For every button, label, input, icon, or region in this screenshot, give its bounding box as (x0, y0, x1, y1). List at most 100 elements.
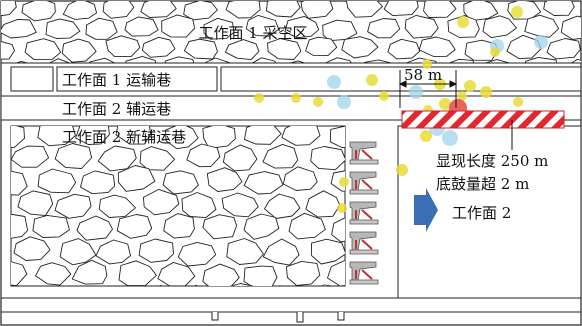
rock-shape (423, 1, 457, 18)
rock-shape (482, 15, 517, 39)
microseismic-events (254, 6, 548, 213)
rock-shape (543, 1, 575, 16)
event-dot (439, 98, 451, 110)
rock-shape (85, 17, 118, 40)
event-dot (464, 80, 476, 92)
event-dot (313, 97, 323, 107)
rock-shape (158, 285, 165, 286)
rock-shape (1, 1, 17, 17)
rock-shape (141, 36, 176, 58)
rock-shape (244, 126, 282, 145)
rock-shape (321, 284, 335, 286)
rock-shape (285, 260, 321, 286)
rock-shape (125, 55, 157, 63)
rock-shape (37, 126, 76, 147)
rock-shape (183, 38, 218, 60)
rock-shape (75, 126, 110, 145)
rock-shape (203, 17, 235, 40)
rock-shape (98, 194, 136, 218)
rock-shape (11, 170, 28, 196)
rock-shape (483, 59, 510, 63)
rock-shape (157, 261, 196, 286)
rock-shape (59, 238, 97, 266)
rock-shape (116, 214, 153, 239)
rock-shape (11, 126, 25, 149)
rock-shape (124, 16, 159, 37)
rock-shape (11, 261, 28, 286)
rock-shape (177, 241, 217, 267)
event-dot (291, 93, 301, 103)
rock-shape (202, 263, 240, 286)
rock-shape (183, 1, 218, 21)
rock-shape (95, 239, 131, 265)
rock-shape (288, 60, 307, 63)
rock-shape (37, 168, 77, 194)
rock-shape (225, 39, 260, 61)
rock-shape (560, 15, 581, 40)
roadway-stubs (211, 312, 345, 323)
rock-shape (76, 215, 113, 241)
event-dot (490, 47, 500, 57)
rock-shape (221, 192, 259, 218)
rock-shape (32, 214, 70, 238)
rock-shape (284, 15, 320, 39)
rock-shape (387, 38, 421, 60)
event-dot (327, 75, 341, 89)
rock-shape (310, 238, 345, 265)
rock-shape (48, 58, 71, 63)
rock-shape (102, 1, 135, 19)
rock-shape (118, 260, 157, 286)
rock-shape (448, 58, 475, 63)
rock-shape (21, 1, 56, 22)
rock-shape (71, 259, 108, 285)
rock-shape (142, 188, 180, 216)
working-face-2-label: 工作面 2 (452, 204, 511, 222)
new-aux-roadway-label: 工作面 2 新辅运巷 (62, 128, 186, 146)
haulage-roadway (220, 66, 582, 92)
event-dot (254, 93, 264, 103)
goaf-rock-area (1, 1, 581, 63)
rock-shape (202, 126, 236, 149)
rock-shape (164, 56, 195, 63)
rock-shape (300, 1, 334, 19)
rock-shape (117, 165, 156, 192)
rock-shape (281, 126, 321, 146)
distance-label: 58 m (404, 66, 442, 84)
rock-shape (138, 238, 174, 263)
event-dot (511, 6, 523, 18)
rock-shape (262, 238, 300, 266)
rock-shape (54, 193, 92, 219)
event-dot (420, 130, 432, 142)
rock-shape (193, 284, 200, 286)
haulage-roadway-label-box (56, 66, 218, 92)
rock-shape (524, 56, 557, 63)
rock-shape (80, 170, 116, 195)
goaf-label: 工作面 1 采空区 (198, 24, 307, 42)
rock-shape (181, 192, 217, 219)
rock-shape (24, 38, 62, 61)
event-dot (480, 86, 492, 98)
rock-shape (62, 1, 98, 20)
rock-shape (54, 143, 93, 169)
floor-heave-annotation: 底鼓量超 2 m (436, 175, 529, 193)
event-dot (339, 177, 349, 187)
rock-shape (243, 213, 280, 240)
event-dot (379, 91, 389, 101)
rock-shape (139, 146, 176, 171)
rock-shape (97, 145, 137, 172)
rock-shape (226, 238, 264, 265)
rock-shape (331, 217, 345, 243)
rock-shape (163, 213, 195, 239)
distance-dimension (398, 70, 458, 108)
haulage-roadway-label: 工作面 1 运输巷 (62, 71, 171, 89)
event-dot (457, 16, 469, 28)
rock-shape (305, 36, 338, 57)
rock-shape (222, 144, 258, 172)
rock-shape (251, 57, 277, 63)
coal-pillar-rocks (11, 126, 345, 286)
aux-roadway-label: 工作面 2 辅运巷 (62, 100, 171, 118)
rock-shape (225, 1, 261, 19)
rock-shape (327, 259, 345, 286)
rock-shape (245, 14, 280, 37)
rock-shape (105, 35, 141, 58)
